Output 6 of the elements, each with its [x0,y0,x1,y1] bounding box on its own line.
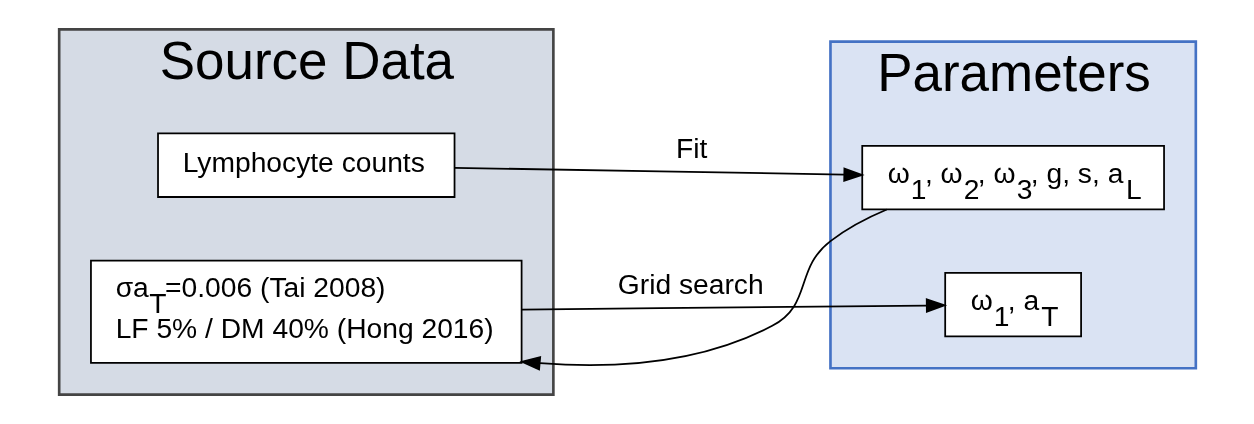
arrow [520,298,947,313]
edge-label: Fit [675,131,707,164]
arrow [518,208,888,371]
edge-label: Grid search [617,267,764,300]
node-box: Lymphocyte counts [156,132,455,198]
arrow [453,166,865,183]
